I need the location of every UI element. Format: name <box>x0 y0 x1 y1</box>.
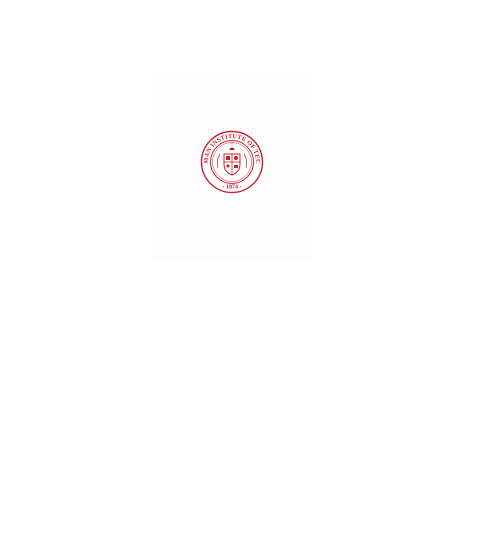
university-seal-icon: ROSE-HULMAN INSTITUTE OF TECHNOLOGY · 18… <box>200 130 264 194</box>
svg-text:· 1874 ·: · 1874 · <box>222 185 241 191</box>
